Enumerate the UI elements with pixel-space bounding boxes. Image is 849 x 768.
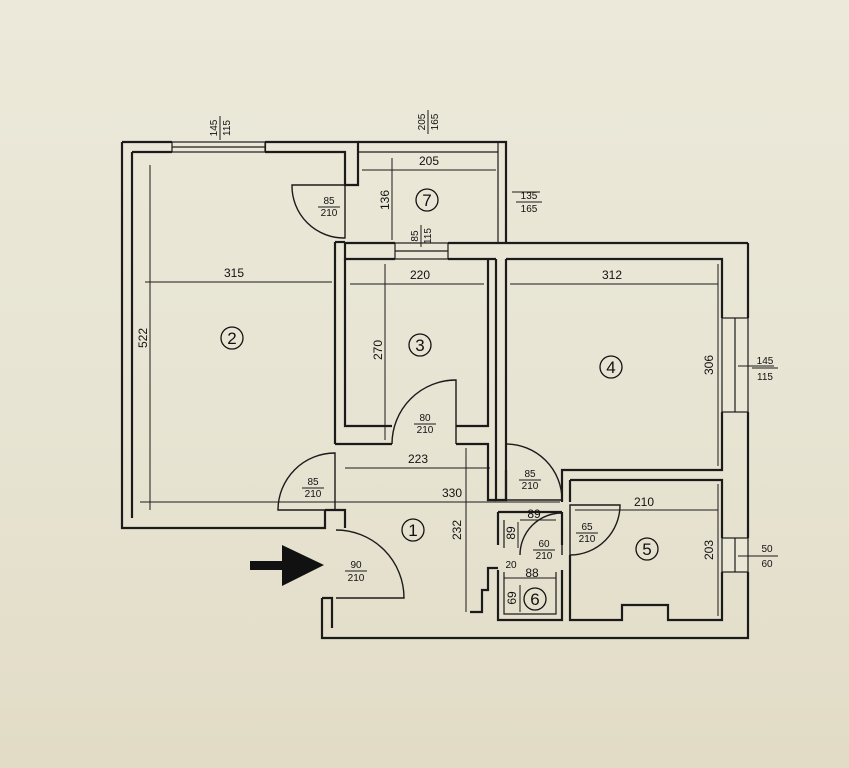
room-number-5: 5 <box>642 540 651 559</box>
window-label-room7-side: 135 165 <box>516 191 542 215</box>
svg-text:205: 205 <box>417 113 428 130</box>
dimension-labels: 315 522 205 136 220 270 312 306 223 330 … <box>136 154 716 605</box>
dim-room5-height: 203 <box>702 540 716 560</box>
window-label-room7: 205 165 <box>417 110 441 134</box>
door-label-wc: 60 210 <box>533 539 555 562</box>
dim-hall-width: 330 <box>442 486 462 500</box>
room-number-6: 6 <box>530 590 539 609</box>
svg-text:210: 210 <box>579 534 596 545</box>
room-markers: 1 2 3 4 5 6 7 <box>220 188 659 611</box>
dim-bath-height: 69 <box>505 591 519 605</box>
door-label-room4: 85 210 <box>519 469 541 492</box>
door-label-room2-top: 85 210 <box>318 196 340 219</box>
window-labels: 145 115 205 165 135 165 145 115 50 60 <box>209 110 778 570</box>
room-number-3: 3 <box>415 336 424 355</box>
dim-room5-width: 210 <box>634 495 654 509</box>
svg-text:60: 60 <box>538 539 550 550</box>
door-swings <box>277 184 621 599</box>
svg-text:145: 145 <box>757 356 774 367</box>
svg-text:85: 85 <box>323 196 335 207</box>
door-labels: 85 210 80 210 85 210 85 210 65 210 60 21… <box>302 196 598 584</box>
dim-room7-depth: 136 <box>378 190 392 210</box>
door-label-room5: 65 210 <box>576 522 598 545</box>
dim-hall-upper: 223 <box>408 452 428 466</box>
svg-text:115: 115 <box>423 228 434 244</box>
svg-text:210: 210 <box>321 208 338 219</box>
room-number-2: 2 <box>227 329 236 348</box>
door-label-balcony: 85 115 <box>410 225 434 247</box>
dim-room4-width: 312 <box>602 268 622 282</box>
window-label-room2: 145 115 <box>209 116 233 140</box>
svg-text:50: 50 <box>761 544 773 555</box>
svg-text:65: 65 <box>581 522 593 533</box>
svg-text:60: 60 <box>761 559 773 570</box>
dim-wc-width: 89 <box>527 507 541 521</box>
svg-text:85: 85 <box>410 230 421 242</box>
svg-text:135: 135 <box>521 191 538 202</box>
svg-text:165: 165 <box>430 113 441 130</box>
dim-room2-width: 315 <box>224 266 244 280</box>
svg-text:165: 165 <box>521 204 538 215</box>
room-number-7: 7 <box>422 191 431 210</box>
svg-text:210: 210 <box>305 489 322 500</box>
room-number-1: 1 <box>408 521 417 540</box>
svg-text:80: 80 <box>419 413 431 424</box>
dim-room4-height: 306 <box>702 355 716 375</box>
dim-room2-height: 522 <box>136 328 150 348</box>
dim-hall-depth: 232 <box>450 520 464 540</box>
door-label-room2: 85 210 <box>302 477 324 500</box>
windows <box>171 141 749 573</box>
dim-bath-width: 88 <box>525 566 539 580</box>
dimension-lines <box>140 158 774 616</box>
dim-room7-width: 205 <box>419 154 439 168</box>
dim-room3-width: 220 <box>410 268 430 282</box>
walls <box>120 140 750 640</box>
svg-text:210: 210 <box>536 551 553 562</box>
svg-text:210: 210 <box>417 425 434 436</box>
svg-text:145: 145 <box>209 119 220 136</box>
room-number-4: 4 <box>606 358 615 377</box>
dim-wc-small: 20 <box>505 560 517 571</box>
svg-text:115: 115 <box>757 372 773 383</box>
door-label-room3: 80 210 <box>414 413 436 436</box>
door-label-entrance: 90 210 <box>345 560 367 584</box>
window-label-room5: 50 60 <box>756 544 778 570</box>
svg-text:115: 115 <box>222 120 233 136</box>
dim-wc-height: 89 <box>504 526 518 540</box>
svg-text:210: 210 <box>348 573 365 584</box>
window-label-room4: 145 115 <box>752 356 778 383</box>
svg-text:210: 210 <box>522 481 539 492</box>
dim-room3-height: 270 <box>371 340 385 360</box>
svg-text:85: 85 <box>524 469 536 480</box>
svg-text:90: 90 <box>350 560 362 571</box>
svg-text:85: 85 <box>307 477 319 488</box>
entrance-arrow-icon <box>250 545 324 586</box>
